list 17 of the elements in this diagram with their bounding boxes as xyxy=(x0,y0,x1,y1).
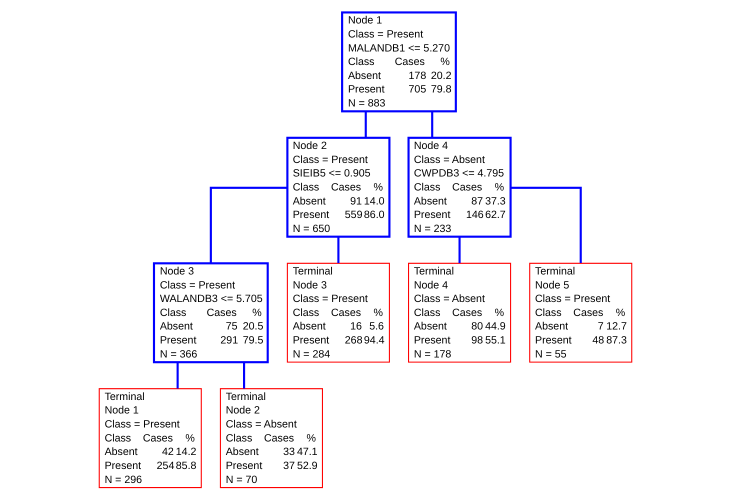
node-box: Node 3 Class = Present WALANDB3 <= 5.705 Class Cases % Absent 75 20.5 Present 291 79.5 N = 366 xyxy=(152,262,268,364)
node-box: Node 2 Class = Present SIEIB5 <= 0.905 Class Cases % Absent 91 14.0 Present 55986.0 N = 650 xyxy=(286,136,390,238)
connector xyxy=(209,186,287,263)
node-box: Terminal Node 1 Class = Present Class Cases % Absent 42 14.2 Present 25485.8 N = 296 xyxy=(98,388,202,488)
node-box: Node 1 Class = Present MALANDB1 <= 5.270 Class Cases % Absent 178 20.2 Present 705 79.8 N = 883 xyxy=(340,11,456,112)
connector xyxy=(176,362,178,389)
connector xyxy=(430,111,433,138)
connector xyxy=(510,186,582,263)
connector xyxy=(364,111,366,138)
connector xyxy=(336,236,339,264)
connector xyxy=(458,236,460,264)
node-box: Terminal Node 4 Class = Absent Class Cases % Absent 80 44.9 Present 98 55.1 N = 178 xyxy=(408,262,511,363)
connector xyxy=(242,362,245,389)
node-box: Node 4 Class = Absent CWPDB3 <= 4.795 Class Cases % Absent 87 37.3 Present 14662.7 N = 233 xyxy=(406,136,512,238)
node-box: Terminal Node 2 Class = Absent Class Cases % Absent 33 47.1 Present 37 52.9 N = 70 xyxy=(219,388,322,488)
node-box: Terminal Node 3 Class = Present Class Cases % Absent 16 5.6 Present 26894.4 N = 284 xyxy=(286,262,390,363)
node-box: Terminal Node 5 Class = Present Class Cases % Absent 7 12.7 Present 48 87.3 N = 55 xyxy=(528,262,632,363)
